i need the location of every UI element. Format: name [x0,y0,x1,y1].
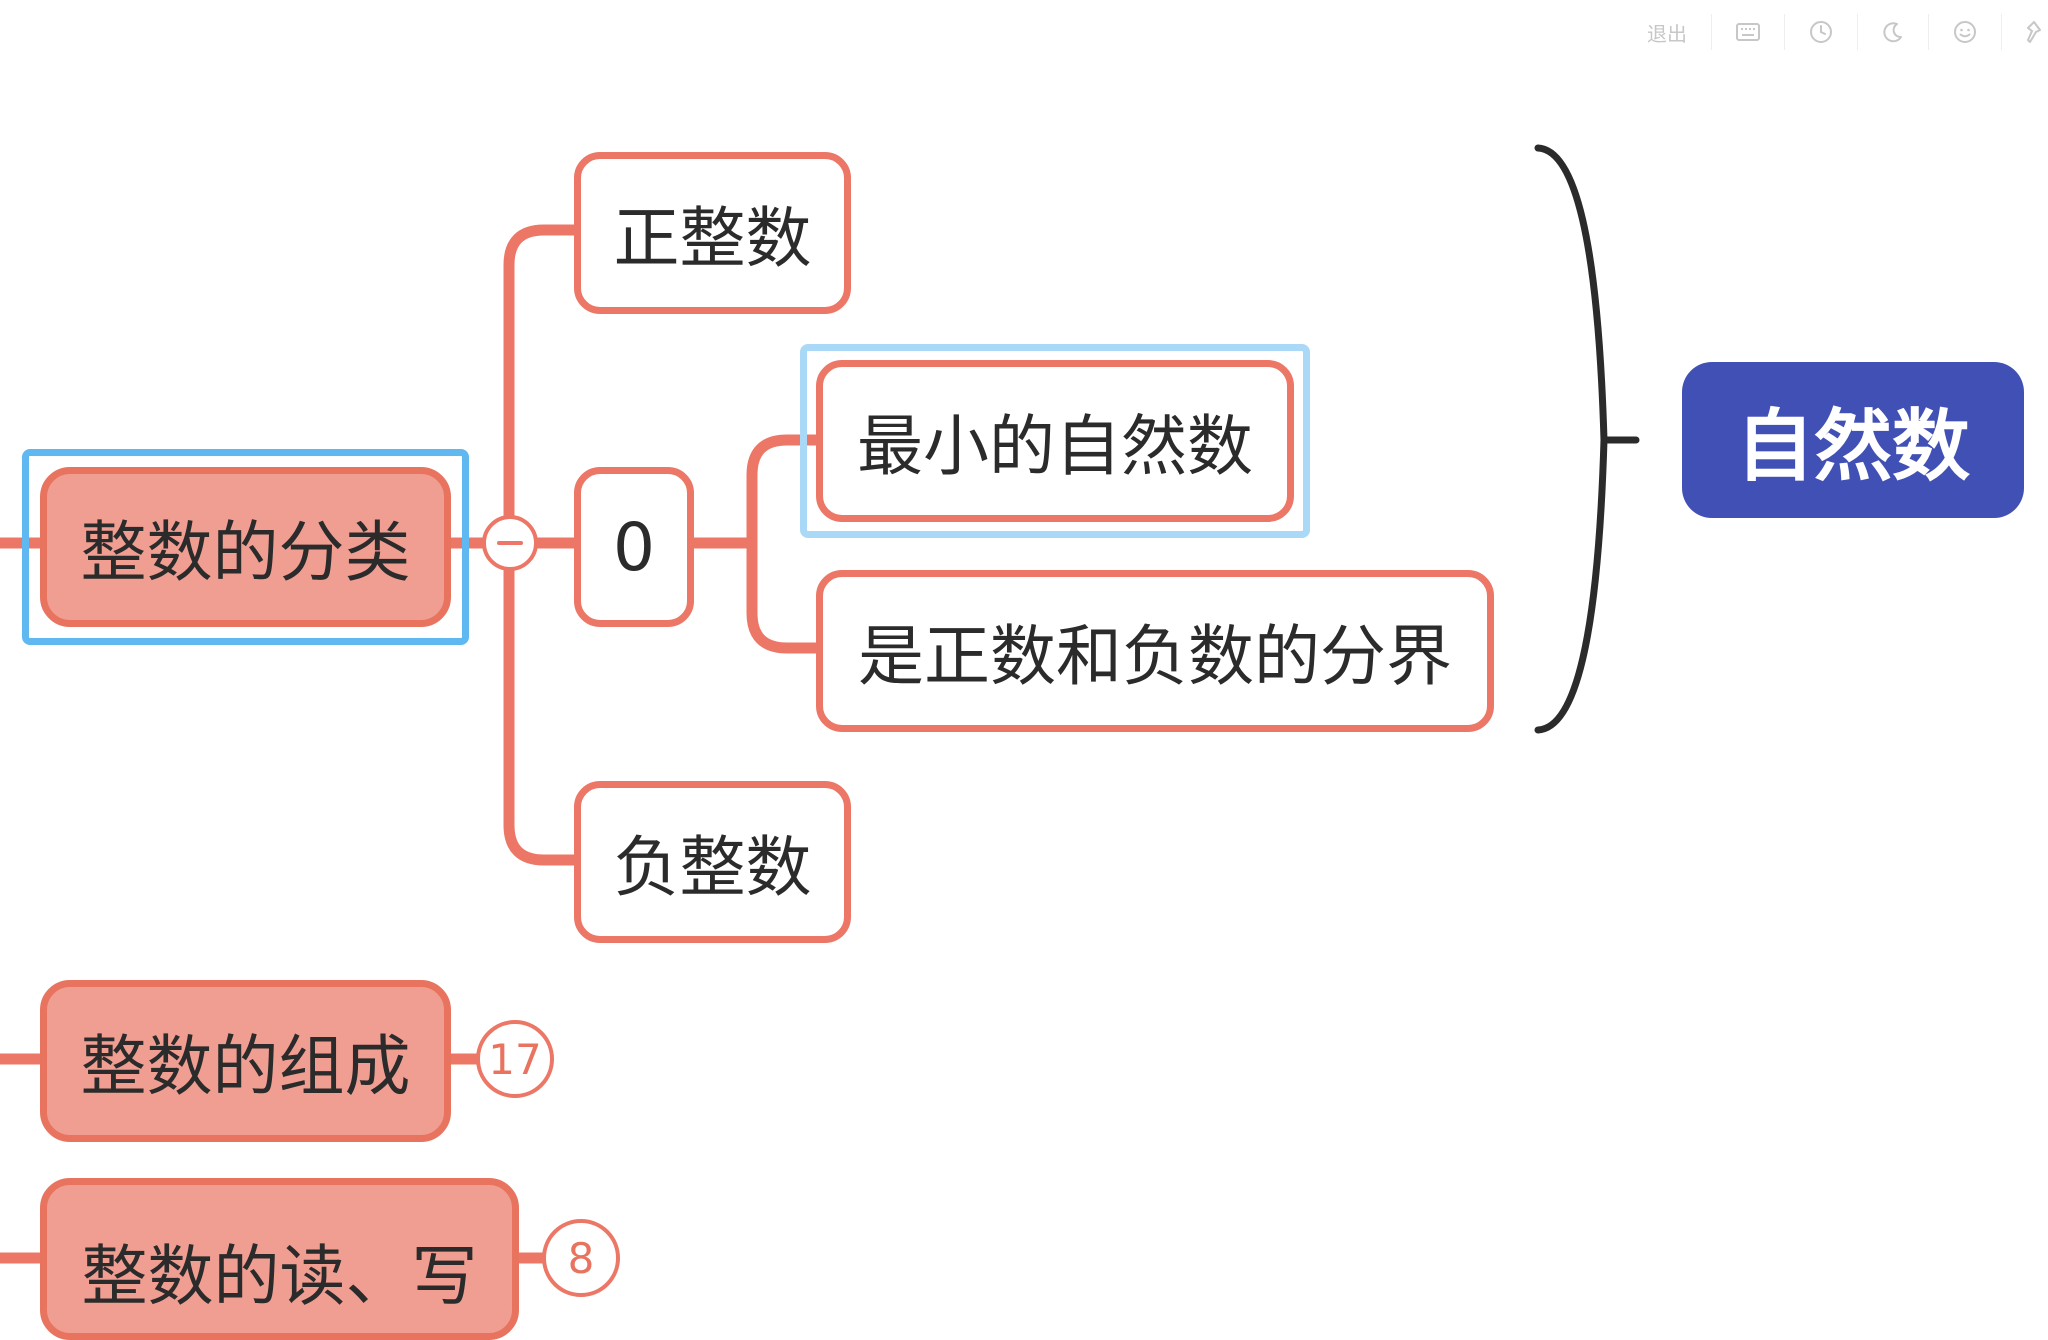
main-topic-label: 整数的读、写 [81,1238,478,1315]
summary-label: 自然数 [1735,402,1970,492]
main-topic-read-write[interactable]: 整数的读、写 [40,1178,519,1340]
node-label: 负整数 [613,829,812,906]
minus-icon [497,541,523,545]
main-topic-composition[interactable]: 整数的组成 [40,980,451,1142]
node-label: 是正数和负数的分界 [858,618,1452,695]
node-label: 0 [613,508,655,586]
node-negative-integer[interactable]: 负整数 [574,781,851,943]
node-label: 正整数 [613,200,812,277]
keyboard-button[interactable] [1712,14,1785,50]
smiley-icon [1954,21,1976,43]
exit-button[interactable]: 退出 [1623,14,1712,50]
main-topic-label: 整数的组成 [80,1028,411,1105]
collapsed-count: 8 [567,1233,595,1283]
toolbar: 退出 [1623,14,2048,50]
branch-lines [0,144,1640,1264]
keyboard-icon [1736,23,1760,41]
sticker-button[interactable] [1929,14,2002,50]
summary-bracket [1534,144,1608,734]
collapse-button[interactable] [482,515,538,571]
clock-icon [1810,21,1832,43]
dark-mode-button[interactable] [1858,14,1929,50]
collapsed-count-badge[interactable]: 17 [476,1020,554,1098]
collapsed-count: 17 [488,1034,542,1084]
pin-icon [2027,21,2041,43]
main-topic-label: 整数的分类 [80,514,411,591]
node-positive-integer[interactable]: 正整数 [574,152,851,314]
node-smallest-natural-number[interactable]: 最小的自然数 [816,360,1294,522]
moon-icon [1883,22,1902,43]
node-label: 最小的自然数 [857,408,1253,485]
node-zero[interactable]: 0 [574,467,694,627]
exit-label: 退出 [1647,21,1687,46]
summary-topic-natural-numbers[interactable]: 自然数 [1682,362,2024,518]
pin-button[interactable] [2002,14,2048,50]
main-topic-classification[interactable]: 整数的分类 [40,467,451,627]
node-boundary-note[interactable]: 是正数和负数的分界 [816,570,1494,732]
history-button[interactable] [1785,14,1858,50]
collapsed-count-badge[interactable]: 8 [542,1219,620,1297]
